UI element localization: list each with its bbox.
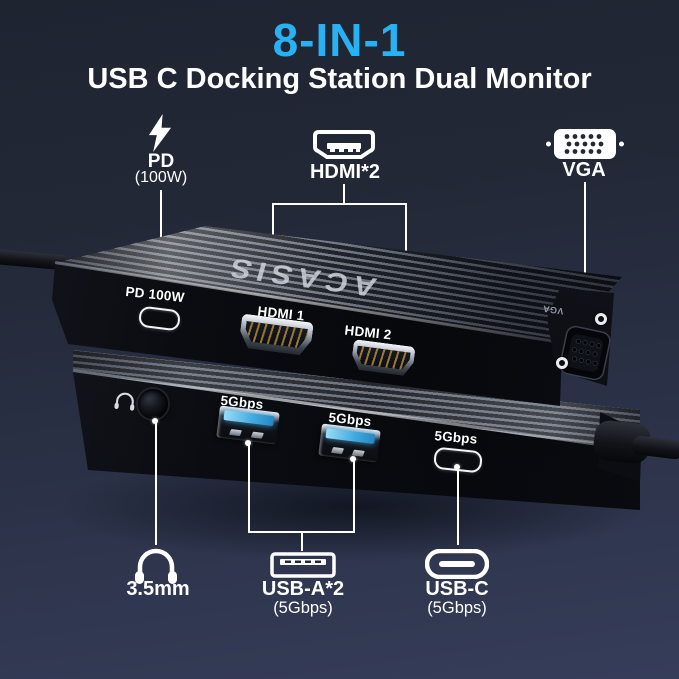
vga-callout-line xyxy=(584,182,586,323)
usb-a2-callout-line xyxy=(353,458,355,533)
audio-label: 3.5mm xyxy=(126,578,190,600)
usb-c-callout-line xyxy=(457,468,459,545)
usb-c-connector-icon xyxy=(425,549,489,579)
audio-callout-dot xyxy=(152,418,158,424)
usb-c-sublabel: (5Gbps) xyxy=(427,599,487,617)
usb-a1-callout-line xyxy=(248,444,250,533)
hdmi-callout-bar xyxy=(273,203,407,205)
hdmi-label: HDMI*2 xyxy=(309,161,380,183)
audio-callout-line xyxy=(155,423,157,545)
pd-sublabel: (100W) xyxy=(134,169,188,186)
hdmi-callout-stem xyxy=(343,184,345,203)
usb-c-callout-dot xyxy=(454,464,460,470)
page-subtitle: USB C Docking Station Dual Monitor xyxy=(87,63,592,95)
usb-a-sublabel: (5Gbps) xyxy=(273,599,333,617)
headphone-engraving-icon xyxy=(114,392,135,411)
usb-a1-callout-dot xyxy=(245,440,251,446)
vga-screw-bottom xyxy=(556,357,568,369)
usb-c-label: USB-C xyxy=(425,578,489,600)
usb-a-callout-stem xyxy=(301,531,303,551)
vga-screw-top xyxy=(595,313,607,325)
vga-connector-icon xyxy=(546,129,624,159)
hdmi-connector-icon xyxy=(313,130,375,159)
audio-jack-port xyxy=(138,389,168,419)
page-title: 8-IN-1 xyxy=(272,14,407,66)
vga-port xyxy=(559,325,611,381)
lightning-bolt-icon xyxy=(148,114,172,152)
pd-label: PD xyxy=(147,151,175,172)
usb-a-connector-icon xyxy=(270,552,336,578)
headphones-icon xyxy=(135,548,177,584)
vga-label: VGA xyxy=(562,159,606,181)
usb-a-label: USB-A*2 xyxy=(261,578,345,600)
